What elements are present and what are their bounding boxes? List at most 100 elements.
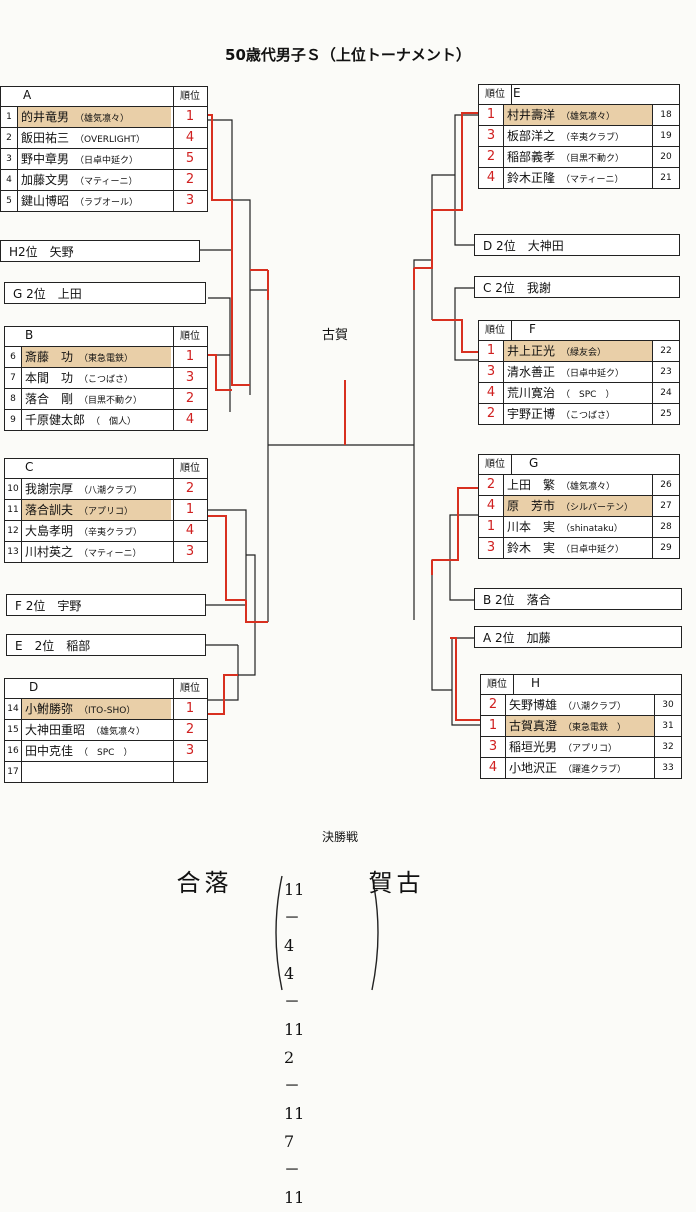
player-rank: 1 bbox=[479, 105, 504, 125]
rank-header: 順位 bbox=[173, 87, 206, 106]
player-name: 大島孝明（辛夷クラブ） bbox=[25, 524, 143, 538]
player-name: 鈴木 実（日卓中延ク） bbox=[507, 541, 625, 555]
f2-slot: F 2位 宇野 bbox=[6, 594, 206, 616]
champion-label: 古賀 bbox=[322, 328, 349, 343]
game-score: 7－11 bbox=[284, 1132, 305, 1207]
game-score: 4－11 bbox=[284, 964, 305, 1039]
player-rank: 3 bbox=[481, 737, 506, 757]
player-rank: 1 bbox=[481, 716, 506, 736]
player-rank: 4 bbox=[479, 496, 504, 516]
final-label: 決勝戦 bbox=[322, 830, 359, 844]
player-number: 3 bbox=[1, 149, 18, 169]
player-name: 荒川寛治（ SPC ） bbox=[507, 386, 615, 400]
rank-header: 順位 bbox=[479, 321, 512, 340]
player-name: 宇野正博（こつばさ） bbox=[507, 407, 616, 421]
player-number: 25 bbox=[652, 404, 679, 424]
player-name: 稲部義孝（目黒不動ク） bbox=[507, 150, 625, 164]
player-number: 21 bbox=[652, 168, 679, 188]
player-rank: 5 bbox=[173, 149, 206, 169]
player-rank: 2 bbox=[479, 475, 504, 495]
group-letter: F bbox=[529, 322, 536, 336]
player-name: 飯田祐三（OVERLIGHT） bbox=[21, 131, 145, 145]
player-rank: 1 bbox=[173, 347, 206, 367]
b2-slot: B 2位 落合 bbox=[474, 588, 682, 610]
player-name: 稲垣光男（アプリコ） bbox=[509, 740, 618, 754]
score-bracket bbox=[275, 875, 379, 991]
player-rank: 2 bbox=[173, 389, 206, 409]
player-number: 20 bbox=[652, 147, 679, 167]
player-number: 1 bbox=[1, 107, 18, 127]
game-score: 2－11 bbox=[284, 1048, 305, 1123]
player-number: 22 bbox=[652, 341, 679, 361]
player-name: 落合 剛（目黒不動ク） bbox=[25, 392, 143, 406]
player-number: 4 bbox=[1, 170, 18, 190]
player-rank: 3 bbox=[479, 362, 504, 382]
player-name: 小地沢正（躍進クラブ） bbox=[509, 761, 627, 775]
player-rank: 2 bbox=[173, 170, 206, 190]
rank-header: 順位 bbox=[173, 679, 206, 698]
player-name: 上田 繁（雄気凛々） bbox=[507, 478, 616, 492]
player-name: 村井壽洋（雄気凛々） bbox=[504, 105, 653, 125]
player-number: 30 bbox=[654, 695, 681, 715]
player-name bbox=[22, 762, 171, 782]
a2-slot: A 2位 加藤 bbox=[474, 626, 682, 648]
player-name: 川本 実（shinataku） bbox=[507, 520, 623, 534]
player-name: 古賀真澄（東急電鉄 ） bbox=[506, 716, 655, 736]
player-name: 清水善正（日卓中延ク） bbox=[507, 365, 625, 379]
player-rank: 1 bbox=[173, 699, 206, 719]
player-number: 12 bbox=[5, 521, 22, 541]
player-name: 斎藤 功（東急電鉄） bbox=[22, 347, 171, 367]
player-name: 加藤文男（マティーニ） bbox=[21, 173, 138, 187]
player-rank: 2 bbox=[173, 479, 206, 499]
group-letter: G bbox=[529, 456, 539, 470]
player-name: 鍵山博昭（ラブオール） bbox=[21, 194, 139, 208]
final-right-player: 古賀 bbox=[364, 870, 420, 894]
player-number: 28 bbox=[652, 517, 679, 537]
group-letter: D bbox=[29, 680, 39, 694]
rank-header: 順位 bbox=[479, 455, 512, 474]
d2-slot: D 2位 大神田 bbox=[474, 234, 680, 256]
player-number: 15 bbox=[5, 720, 22, 740]
player-name: 小鮒勝弥（ITO-SHO） bbox=[22, 699, 171, 719]
game-score: 11－4 bbox=[284, 880, 305, 955]
player-number: 24 bbox=[652, 383, 679, 403]
player-rank: 3 bbox=[173, 542, 206, 562]
player-rank: 1 bbox=[173, 107, 206, 127]
player-rank: 3 bbox=[173, 191, 206, 211]
player-name: 的井竜男（雄気凛々） bbox=[18, 107, 171, 127]
e2-slot: E 2位 稲部 bbox=[6, 634, 206, 656]
rank-header: 順位 bbox=[479, 85, 512, 104]
player-rank: 3 bbox=[173, 741, 206, 761]
page-title: 50歳代男子Ｓ（上位トーナメント） bbox=[225, 46, 471, 64]
player-number: 7 bbox=[5, 368, 22, 388]
player-number: 31 bbox=[654, 716, 681, 736]
player-number: 13 bbox=[5, 542, 22, 562]
player-rank: 2 bbox=[479, 147, 504, 167]
player-number: 10 bbox=[5, 479, 22, 499]
group-letter: B bbox=[25, 328, 34, 342]
rank-header: 順位 bbox=[173, 327, 206, 346]
player-number: 14 bbox=[5, 699, 22, 719]
player-number: 19 bbox=[652, 126, 679, 146]
g2-slot: G 2位 上田 bbox=[4, 282, 206, 304]
